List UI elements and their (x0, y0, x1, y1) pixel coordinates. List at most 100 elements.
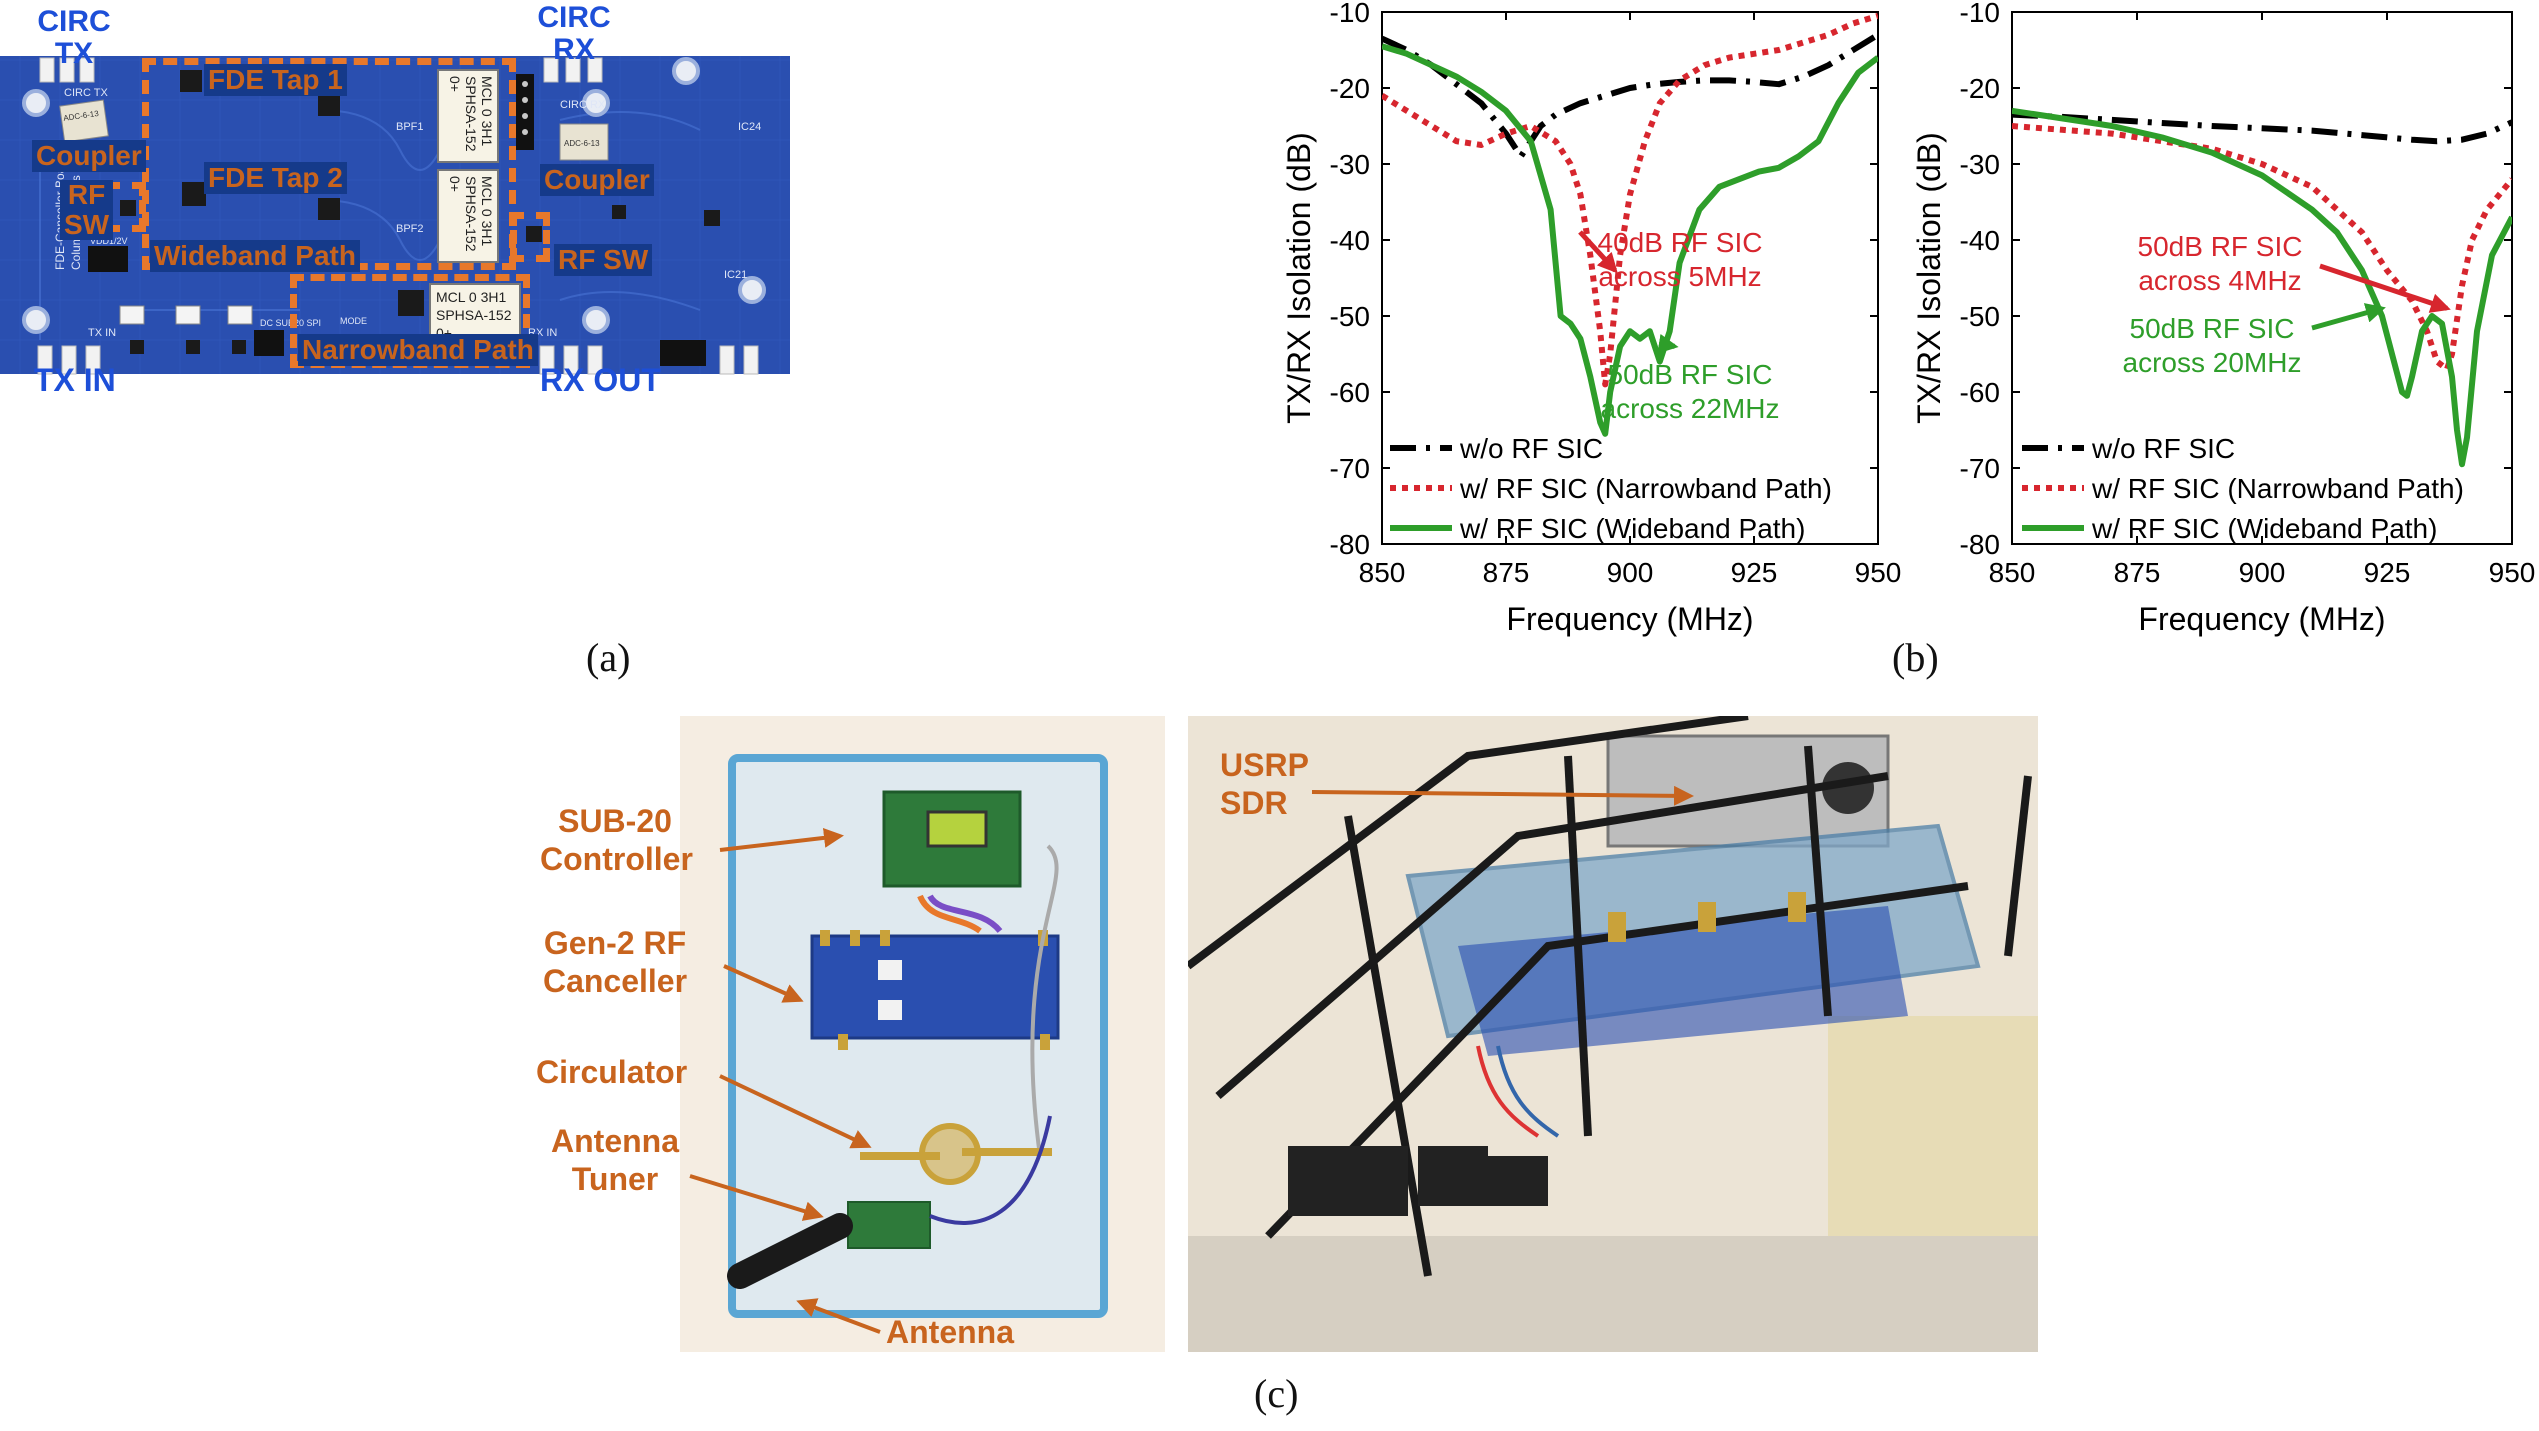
annotation-arrow-1 (1578, 230, 1618, 274)
x-tick-label: 950 (2489, 557, 2536, 588)
y-tick-label: -80 (1330, 529, 1370, 560)
annotation-text-2: across 20MHz (2123, 347, 2302, 378)
legend-label-1: w/o RF SIC (1459, 433, 1603, 464)
annotation-text-1: 50dB RF SIC (2138, 231, 2303, 262)
series-line-2 (2012, 123, 2512, 373)
label-usrp: USRP SDR (1220, 746, 1309, 822)
chip1-line3: 0+ (447, 76, 463, 92)
x-tick-label: 950 (1855, 557, 1902, 588)
sub20-line2: Controller (540, 841, 693, 877)
series-line-1 (2012, 111, 2512, 145)
pcb-panel: CIRC TX CIRC RX TX IN RX IN BPF1 BPF2 IC… (0, 0, 790, 410)
label-gen2: Gen-2 RF Canceller (540, 924, 690, 1000)
tuner-line2: Tuner (571, 1161, 659, 1197)
y-tick-label: -80 (1960, 529, 2000, 560)
usrp-line2: SDR (1220, 785, 1288, 821)
annotation-text-2: across 22MHz (1601, 393, 1780, 424)
sub20-line1: SUB-20 (558, 803, 672, 839)
label-wideband: Wideband Path (150, 240, 360, 272)
chip1-line1: MCL 0 3H1 (479, 76, 495, 147)
y-tick-label: -30 (1960, 149, 2000, 180)
annotation-text-2: 50dB RF SIC (1608, 359, 1773, 390)
label-narrowband: Narrowband Path (298, 334, 538, 366)
y-tick-label: -40 (1960, 225, 2000, 256)
rf-sw-right-box (510, 212, 550, 262)
gen2-line1: Gen-2 RF (543, 925, 687, 961)
tuner-line1: Antenna (551, 1123, 679, 1159)
annotation-arrow-2 (1657, 333, 1679, 354)
plot-frame (1381, 11, 1879, 545)
circ-tx-line2: TX (54, 37, 94, 70)
x-axis-label: Frequency (MHz) (2138, 601, 2385, 637)
silk-adc2: ADC-6-13 (564, 139, 600, 148)
y-tick-label: -70 (1330, 453, 1370, 484)
circ-tx-line1: CIRC (37, 5, 111, 38)
silk-ic24: IC24 (738, 121, 761, 133)
chip3-line1: MCL 0 3H1 (436, 289, 507, 305)
annotation-arrow-1 (2319, 263, 2451, 313)
label-circ-rx: CIRC RX (536, 2, 612, 66)
annotation-text-1: across 5MHz (1598, 261, 1761, 292)
photo-right (1185, 712, 2038, 1352)
enclosure-photo (727, 754, 1108, 1318)
label-rx-out: RX OUT (540, 362, 661, 398)
series-line-3 (2012, 107, 2512, 468)
y-axis-label: TX/RX Isolation (dB) (1911, 132, 1947, 424)
x-tick-label: 875 (1483, 557, 1530, 588)
y-tick-label: -60 (1330, 377, 1370, 408)
series-line-1 (1382, 32, 1878, 160)
label-tuner: Antenna Tuner (540, 1122, 690, 1198)
gen2-line2: Canceller (542, 963, 688, 999)
silk-bpf1: BPF1 (396, 121, 424, 133)
y-tick-label: -10 (1960, 0, 2000, 28)
annotation-text-1: across 4MHz (2138, 265, 2301, 296)
series-line-3 (1382, 43, 1878, 437)
label-sub20: SUB-20 Controller (540, 802, 693, 878)
circ-rx-line2: RX (553, 33, 595, 66)
series-line-2 (1382, 12, 1878, 388)
x-axis-label: Frequency (MHz) (1506, 601, 1753, 637)
x-tick-label: 850 (1359, 557, 1406, 588)
panel-label-a: (a) (586, 635, 631, 680)
legend-label-1: w/o RF SIC (2091, 433, 2235, 464)
usrp-line1: USRP (1220, 747, 1309, 783)
y-tick-label: -20 (1960, 73, 2000, 104)
circ-rx-line1: CIRC (537, 1, 611, 34)
y-tick-label: -40 (1330, 225, 1370, 256)
x-tick-label: 925 (1731, 557, 1778, 588)
x-tick-label: 900 (2239, 557, 2286, 588)
label-circulator: Circulator (536, 1054, 688, 1090)
chip2-line2: SPHSA-152 (463, 176, 479, 252)
legend-label-3: w/ RF SIC (Wideband Path) (2091, 513, 2437, 544)
annotation-text-2: 50dB RF SIC (2130, 313, 2295, 344)
usrp-mount-photo (1185, 712, 2038, 1352)
silk-bpf2: BPF2 (396, 223, 424, 235)
silk-tx-in: TX IN (88, 327, 116, 339)
silk-ic21: IC21 (724, 269, 747, 281)
x-tick-label: 925 (2364, 557, 2411, 588)
rf-sw-left-line1: RF (67, 179, 106, 210)
label-fde-tap2: FDE Tap 2 (204, 162, 347, 194)
panel-label-b: (b) (1892, 635, 1939, 680)
label-circ-tx: CIRC TX (36, 6, 112, 70)
annotation-arrow-2 (2311, 303, 2386, 331)
y-tick-label: -20 (1330, 73, 1370, 104)
y-tick-label: -70 (1960, 453, 2000, 484)
rf-sw-left-line2: SW (64, 209, 110, 240)
y-tick-label: -10 (1330, 0, 1370, 28)
legend-label-3: w/ RF SIC (Wideband Path) (1459, 513, 1805, 544)
chip3-line2: SPHSA-152 (436, 307, 512, 323)
silk-vdd: VDD1/2V (90, 236, 128, 246)
label-coupler-right: Coupler (540, 164, 654, 196)
chip2-line3: 0+ (447, 176, 463, 192)
y-tick-label: -50 (1330, 301, 1370, 332)
annotation-text-1: 40dB RF SIC (1598, 227, 1763, 258)
label-tx-in: TX IN (34, 362, 116, 398)
label-coupler-left: Coupler (32, 140, 146, 172)
pcb-board: CIRC TX CIRC RX TX IN RX IN BPF1 BPF2 IC… (0, 56, 790, 375)
y-tick-label: -30 (1330, 149, 1370, 180)
chip2-line1: MCL 0 3H1 (479, 176, 495, 247)
